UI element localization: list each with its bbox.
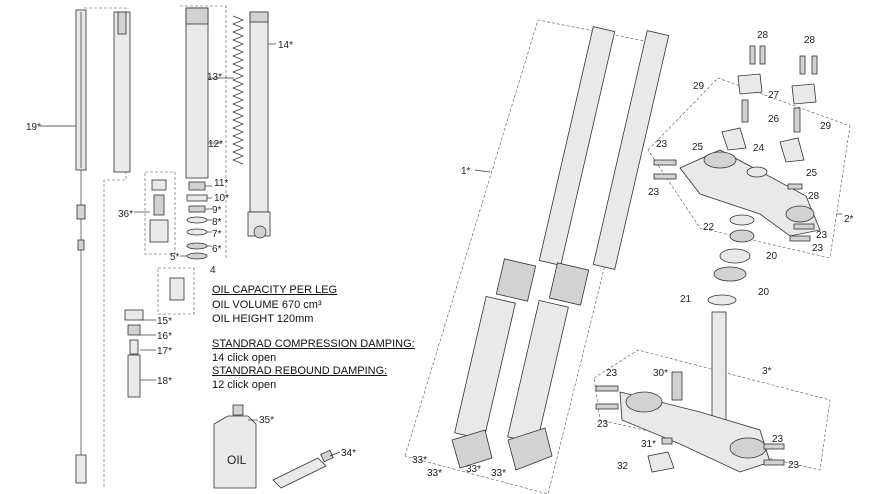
valve-assembly-36 [134,171,176,255]
label-13: 13* [207,72,222,83]
fork-assembly-1 [404,19,670,494]
oil-volume: OIL VOLUME 670 cm³ [212,299,322,311]
label-16: 16* [157,331,172,342]
label-29a: 29 [693,81,705,92]
label-6: 6* [212,244,222,255]
label-23e: 23 [606,368,618,379]
label-25a: 25 [692,142,704,153]
compression-damping-heading: STANDRAD COMPRESSION DAMPING: [212,338,415,350]
label-5: 5* [170,252,180,263]
label-26: 26 [768,114,780,125]
rebound-damping-value: 12 click open [212,379,277,391]
fork-spring-13 [232,15,244,165]
top-clamp-2 [647,45,851,259]
bottom-clamp-3 [593,311,831,473]
outer-tube-14 [247,11,276,239]
label-36: 36* [118,209,133,220]
label-8: 8* [212,217,222,228]
inner-tube-parts [180,5,234,260]
label-14: 14* [278,40,293,51]
label-28b: 28 [804,35,816,46]
label-23f: 23 [597,419,609,430]
rebound-damping-heading: STANDRAD REBOUND DAMPING: [212,365,388,377]
label-23h: 23 [788,460,800,471]
label-31: 31* [641,439,656,450]
oil-height: OIL HEIGHT 120mm [212,313,314,325]
grease-tube-34 [272,449,341,489]
damper-cartridge-19 [40,7,131,488]
label-23g: 23 [772,434,784,445]
label-1: 1* [461,166,471,177]
label-17: 17* [157,346,172,357]
label-33d: 33* [491,468,506,479]
label-10: 10* [214,193,229,204]
label-20a: 20 [766,251,778,262]
label-35: 35* [259,415,274,426]
label-3: 3* [762,366,772,377]
label-33b: 33* [427,468,442,479]
label-19: 19* [26,122,41,133]
label-4: 4 [210,265,216,276]
label-23c: 23 [816,230,828,241]
label-20b: 20 [758,287,770,298]
label-28c: 28 [808,191,820,202]
label-34: 34* [341,448,356,459]
label-23d: 23 [812,243,824,254]
label-32: 32 [617,461,629,472]
compression-damping-value: 14 click open [212,352,277,364]
label-33c: 33* [466,464,481,475]
oil-capacity-heading: OIL CAPACITY PER LEG [212,284,338,296]
label-23b: 23 [648,187,660,198]
oil-bottle-35: OIL [213,404,258,489]
label-18: 18* [157,376,172,387]
label-29b: 29 [820,121,832,132]
bearings-20-22 [707,214,755,306]
label-25b: 25 [806,168,818,179]
label-21: 21 [680,294,692,305]
label-2: 2* [844,214,854,225]
label-7: 7* [212,229,222,240]
adjuster-parts-15-18 [124,267,195,398]
label-9: 9* [212,205,222,216]
bottle-label: OIL [227,453,247,467]
label-23a: 23 [656,139,668,150]
label-15: 15* [157,316,172,327]
label-12: 12* [208,139,223,150]
label-28a: 28 [757,30,769,41]
label-24: 24 [753,143,765,154]
part-number-labels: 19* 14* 13* 12* 11* 10* 9* 8* 7* 6* 5* 4… [26,30,854,479]
label-27: 27 [768,90,780,101]
label-33a: 33* [412,455,427,466]
label-11: 11* [214,178,228,189]
label-22: 22 [703,222,715,233]
label-30: 30* [653,368,668,379]
